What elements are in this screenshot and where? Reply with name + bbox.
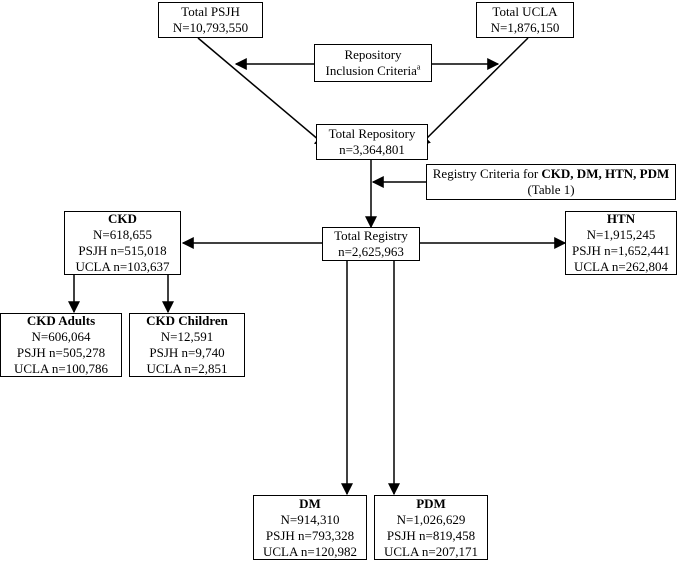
ckd-children-n: N=12,591 xyxy=(160,329,214,344)
criteria-line1: Registry Criteria for CKD, DM, HTN, PDM xyxy=(427,166,675,182)
htn-box: HTN N=1,915,245 PSJH n=1,652,441 UCLA n=… xyxy=(565,211,677,275)
arrow-psjh-to-repository xyxy=(197,37,327,147)
psjh-count: N=10,793,550 xyxy=(172,20,249,35)
ckd-n: N=618,655 xyxy=(93,227,152,242)
total-repository-box: Total Repository n=3,364,801 xyxy=(316,124,428,160)
pdm-n: N=1,026,629 xyxy=(396,511,466,527)
inclusion-line2: Inclusion Criteria xyxy=(325,63,417,78)
htn-title: HTN xyxy=(606,211,636,226)
dm-title: DM xyxy=(299,495,321,511)
pdm-psjh: PSJH n=819,458 xyxy=(386,527,476,543)
psjh-title: Total PSJH xyxy=(181,4,240,19)
ckd-ucla: UCLA n=103,637 xyxy=(75,259,170,274)
htn-n: N=1,915,245 xyxy=(586,227,656,242)
ckd-adults-title: CKD Adults xyxy=(26,313,96,328)
dm-n: N=914,310 xyxy=(280,511,340,527)
htn-ucla: UCLA n=262,804 xyxy=(573,259,668,274)
repository-count: n=3,364,801 xyxy=(339,142,405,157)
registry-title: Total Registry xyxy=(334,228,408,243)
ckd-adults-psjh: PSJH n=505,278 xyxy=(16,345,106,360)
inclusion-line1: Repository xyxy=(344,47,402,62)
ckd-box: CKD N=618,655 PSJH n=515,018 UCLA n=103,… xyxy=(64,211,181,275)
criteria-prefix: Registry Criteria for xyxy=(432,166,542,181)
total-ucla-box: Total UCLA N=1,876,150 xyxy=(476,2,574,38)
total-psjh-box: Total PSJH N=10,793,550 xyxy=(158,2,263,38)
pdm-box: PDM N=1,026,629 PSJH n=819,458 UCLA n=20… xyxy=(374,495,488,560)
registry-criteria-box: Registry Criteria for CKD, DM, HTN, PDM … xyxy=(426,164,676,200)
htn-psjh: PSJH n=1,652,441 xyxy=(572,243,670,258)
inclusion-line2-wrap: Inclusion Criteriaa xyxy=(315,63,431,79)
ucla-count: N=1,876,150 xyxy=(490,20,560,35)
registry-count: n=2,625,963 xyxy=(338,244,404,259)
inclusion-footnote: a xyxy=(416,62,421,72)
dm-psjh: PSJH n=793,328 xyxy=(265,527,355,543)
ckd-children-ucla: UCLA n=2,851 xyxy=(146,361,228,376)
ckd-children-box: CKD Children N=12,591 PSJH n=9,740 UCLA … xyxy=(129,313,245,377)
repository-inclusion-criteria-box: Repository Inclusion Criteriaa xyxy=(314,44,432,82)
pdm-title: PDM xyxy=(416,495,446,511)
dm-ucla: UCLA n=120,982 xyxy=(262,543,357,559)
ckd-children-title: CKD Children xyxy=(146,313,228,328)
repository-title: Total Repository xyxy=(328,126,416,141)
dm-box: DM N=914,310 PSJH n=793,328 UCLA n=120,9… xyxy=(253,495,367,560)
ckd-title: CKD xyxy=(108,211,137,226)
ckd-adults-ucla: UCLA n=100,786 xyxy=(13,361,108,376)
ucla-title: Total UCLA xyxy=(492,4,558,19)
ckd-adults-n: N=606,064 xyxy=(31,329,91,344)
arrow-ucla-to-repository xyxy=(418,37,529,147)
criteria-conditions: CKD, DM, HTN, PDM xyxy=(541,166,670,181)
pdm-ucla: UCLA n=207,171 xyxy=(383,543,478,559)
ckd-psjh: PSJH n=515,018 xyxy=(78,243,167,258)
total-registry-box: Total Registry n=2,625,963 xyxy=(322,227,420,261)
ckd-adults-box: CKD Adults N=606,064 PSJH n=505,278 UCLA… xyxy=(0,313,122,377)
criteria-line2: (Table 1) xyxy=(527,182,575,197)
ckd-children-psjh: PSJH n=9,740 xyxy=(149,345,225,360)
